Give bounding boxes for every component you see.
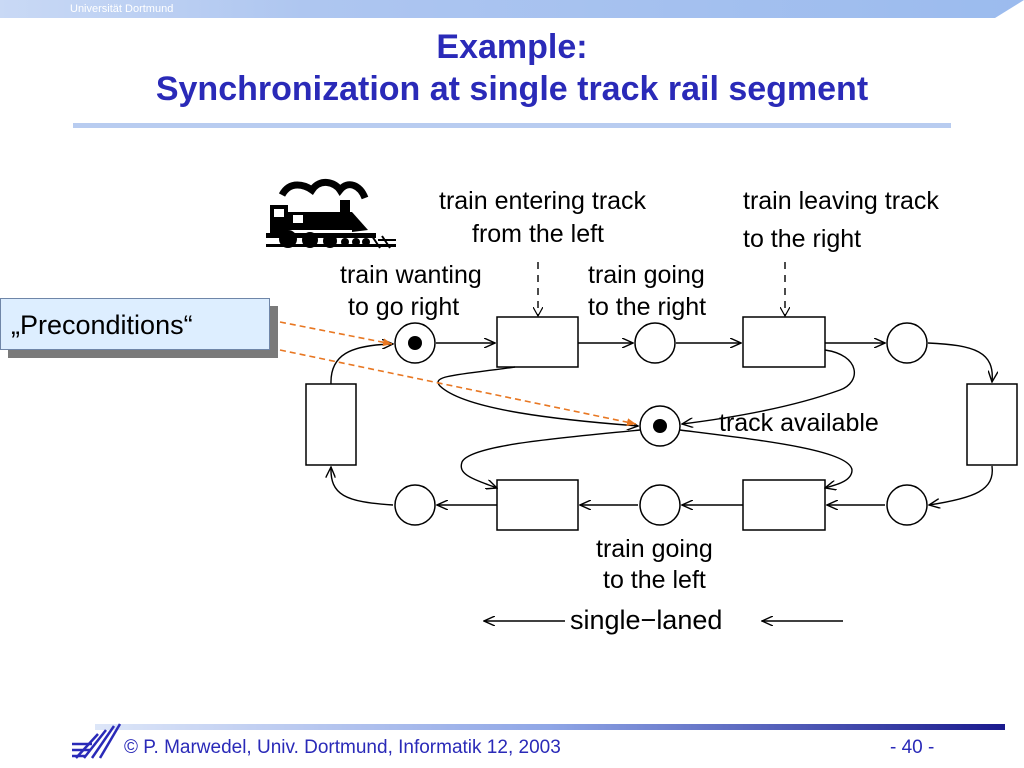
token [408,336,422,350]
place-right-bottom [886,484,928,526]
transition-enter-left [496,316,579,368]
title-line-1: Example: [436,28,588,66]
page-number: - 40 - [890,737,935,758]
place-going-left [639,484,681,526]
title-underline [73,123,951,128]
footer-copyright: © P. Marwedel, Univ. Dortmund, Informati… [124,737,561,759]
university-label: Universität Dortmund [70,3,174,15]
place-going-right [634,322,676,364]
transition-right-side [966,383,1018,466]
logo-icon [72,723,122,759]
place-right-top [886,322,928,364]
label-entering-2: from the left [472,220,604,248]
transition-left-side [305,383,357,466]
preconditions-callout: „Preconditions“ [0,298,270,350]
transition-enter-right [496,479,579,531]
transition-leave-left [742,479,826,531]
label-going-left-1: train going [596,535,713,563]
label-wanting-2: to go right [348,293,459,321]
footer-bar [72,723,1005,759]
slide-title: Example: Synchronization at single track… [0,26,1024,110]
label-single-laned: single−laned [570,605,722,635]
locomotive-icon [266,179,396,249]
token [653,419,667,433]
label-wanting-1: train wanting [340,261,482,289]
label-entering-1: train entering track [439,187,647,215]
top-banner [0,0,1024,18]
label-going-left-2: to the left [603,566,706,594]
footer-text: P. Marwedel, Univ. Dortmund, Informatik … [143,737,561,758]
label-track-available: track available [719,409,879,437]
callout-lines [279,321,637,427]
label-going-right-1: train going [588,261,705,289]
place-left-bottom [394,484,436,526]
transition-leave-right [742,316,826,368]
label-leaving-1: train leaving track [743,187,939,215]
title-line-2: Synchronization at single track rail seg… [155,70,869,108]
label-going-right-2: to the right [588,293,706,321]
dashed-pointers [538,262,785,316]
label-leaving-2: to the right [743,225,861,253]
copyright-symbol: © [124,737,138,758]
arcs [331,343,992,505]
